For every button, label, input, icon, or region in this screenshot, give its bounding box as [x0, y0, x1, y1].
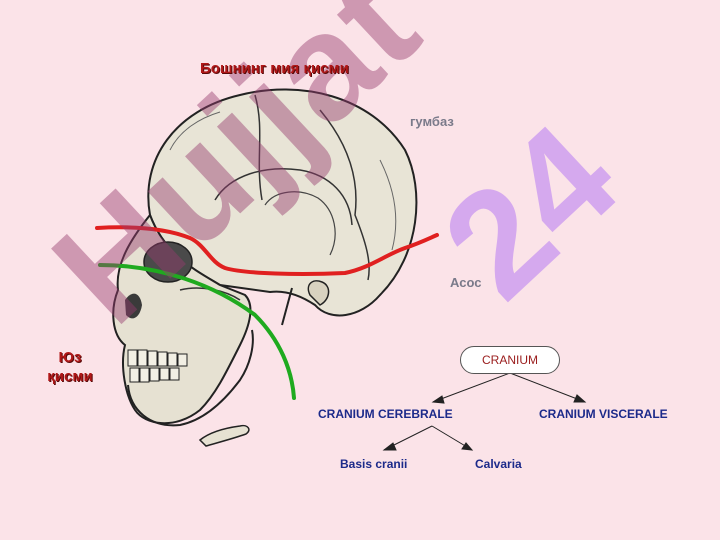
skull-suture-squamous: [214, 168, 353, 226]
cranium-boundary-red-line: [95, 225, 439, 276]
label-dome: гумбаз: [410, 114, 454, 129]
title-brain-part: Бошнинг мия қисми: [200, 60, 349, 77]
skull-mandible: [127, 329, 254, 427]
skull-suture-coronal: [254, 94, 263, 201]
face-boundary-green-line: [98, 263, 296, 400]
skull-nasal-cavity: [125, 293, 142, 319]
skull-temporal: [264, 191, 336, 256]
node-cranium-cerebrale: CRANIUM CEREBRALE: [318, 407, 453, 421]
skull-shading-2: [379, 159, 397, 251]
label-face-part: Юз қисми: [47, 349, 93, 385]
node-calvaria: Calvaria: [475, 457, 522, 471]
node-cranium-viscerale: CRANIUM VISCERALE: [539, 407, 668, 421]
label-base: Асос: [450, 275, 482, 290]
hyoid-bone: [198, 424, 250, 447]
skull-teeth: [127, 349, 188, 383]
node-basis-cranii: Basis cranii: [340, 457, 408, 471]
skull-shading-1: [169, 111, 221, 151]
skull-styloid: [281, 287, 293, 326]
skull-mastoid: [307, 280, 330, 306]
skull-suture-lambdoid: [319, 109, 370, 281]
node-cranium: CRANIUM: [460, 346, 560, 374]
hierarchy-connectors: [382, 372, 587, 451]
